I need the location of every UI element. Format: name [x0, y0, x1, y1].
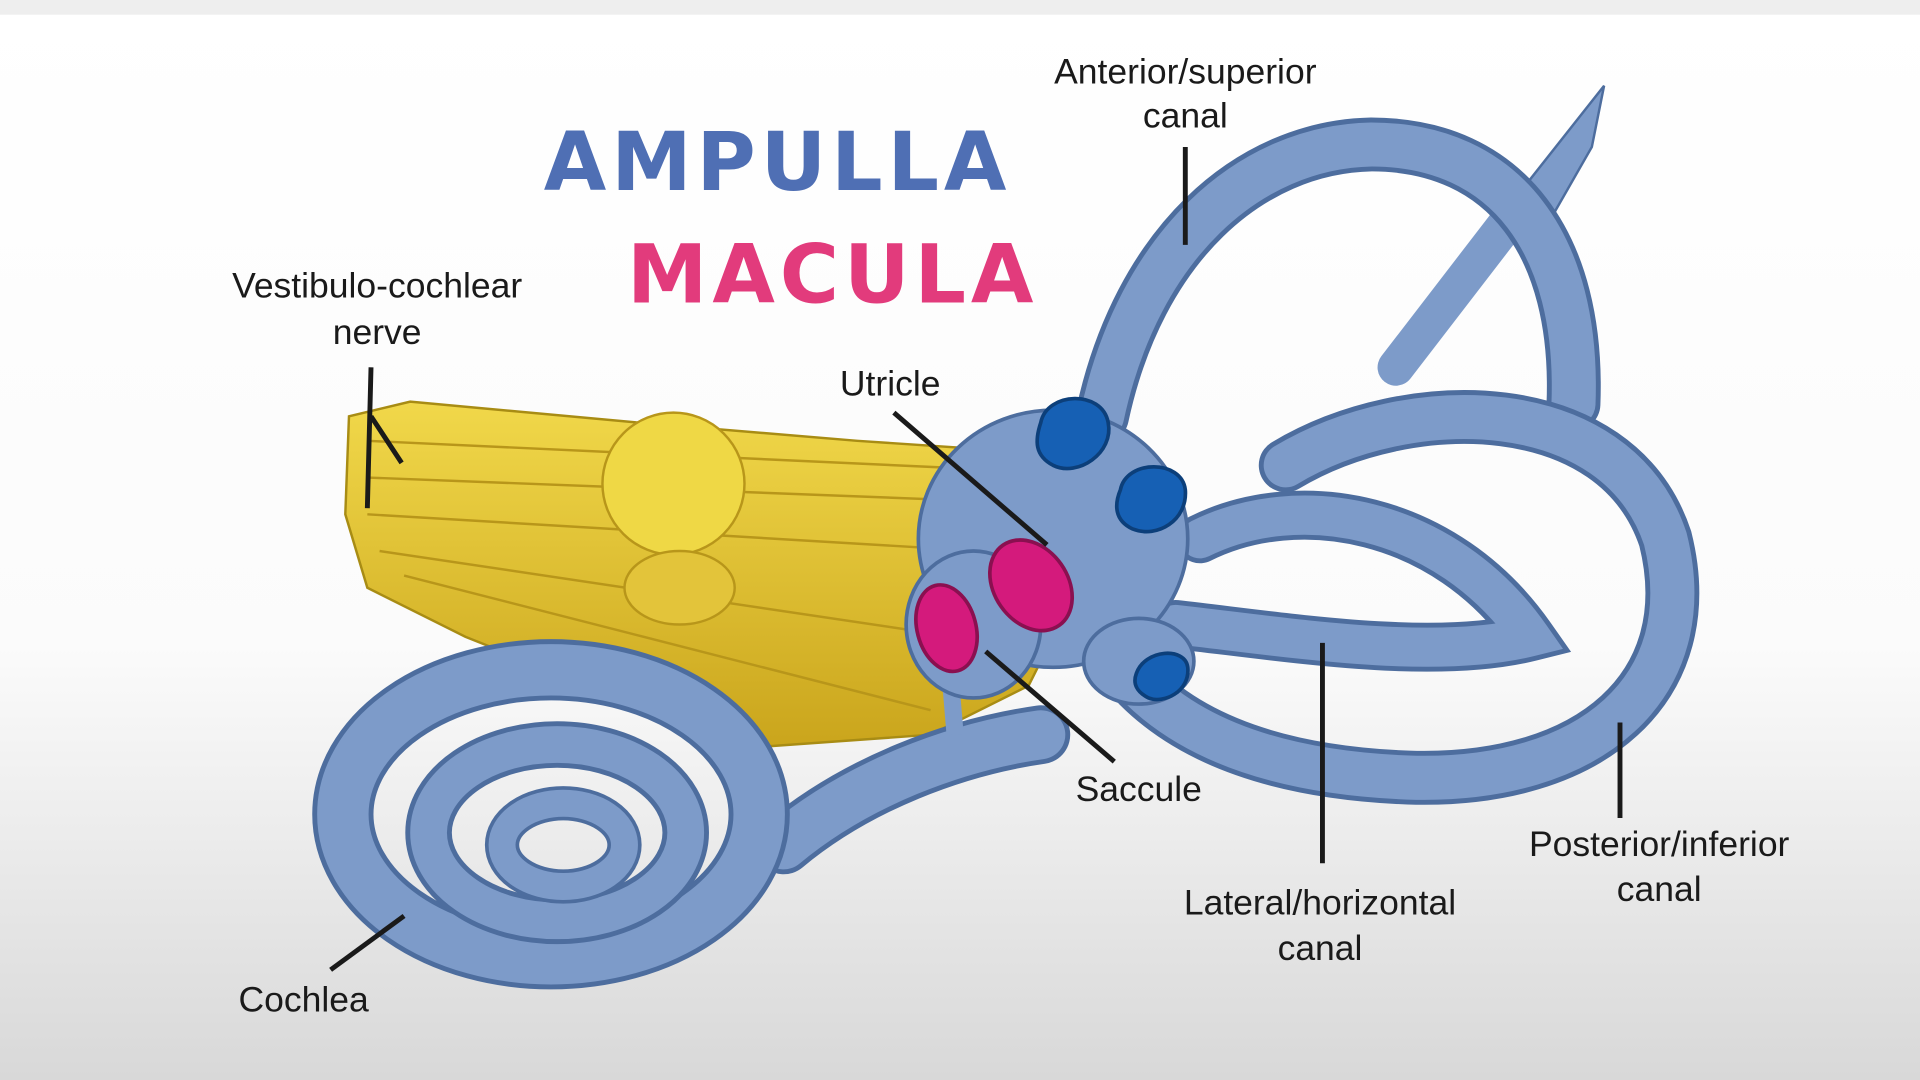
semicircular-canals-shape — [904, 84, 1700, 805]
label-saccule: Saccule — [1076, 769, 1202, 809]
label-anterior-canal: Anterior/superior — [1054, 51, 1317, 91]
ampulla-spots — [1035, 396, 1190, 702]
label-anterior-canal-2: canal — [1143, 95, 1228, 135]
pointer-cochlea — [329, 913, 406, 972]
cochlea-shape — [312, 639, 1071, 990]
macula-heading: MACULA — [627, 228, 1038, 322]
label-posterior-canal: Posterior/inferior — [1529, 824, 1790, 864]
vestibular-ganglion — [601, 411, 746, 556]
label-utricle: Utricle — [840, 364, 941, 404]
ampulla-heading: AMPULLA — [544, 116, 1012, 210]
label-cochlea: Cochlea — [239, 979, 370, 1019]
label-nerve: Vestibulo-cochlear — [232, 266, 522, 306]
label-lateral-canal-2: canal — [1278, 928, 1363, 968]
pointer-utricle — [892, 410, 1049, 547]
pointer-nerve — [364, 367, 404, 509]
label-nerve-2: nerve — [333, 312, 422, 352]
vestibulo-cochlear-nerve-shape — [344, 400, 1055, 749]
label-lateral-canal: Lateral/horizontal — [1184, 883, 1456, 923]
label-posterior-canal-2: canal — [1617, 869, 1702, 909]
pointer-saccule — [984, 649, 1116, 764]
macula-spots — [914, 538, 1075, 674]
